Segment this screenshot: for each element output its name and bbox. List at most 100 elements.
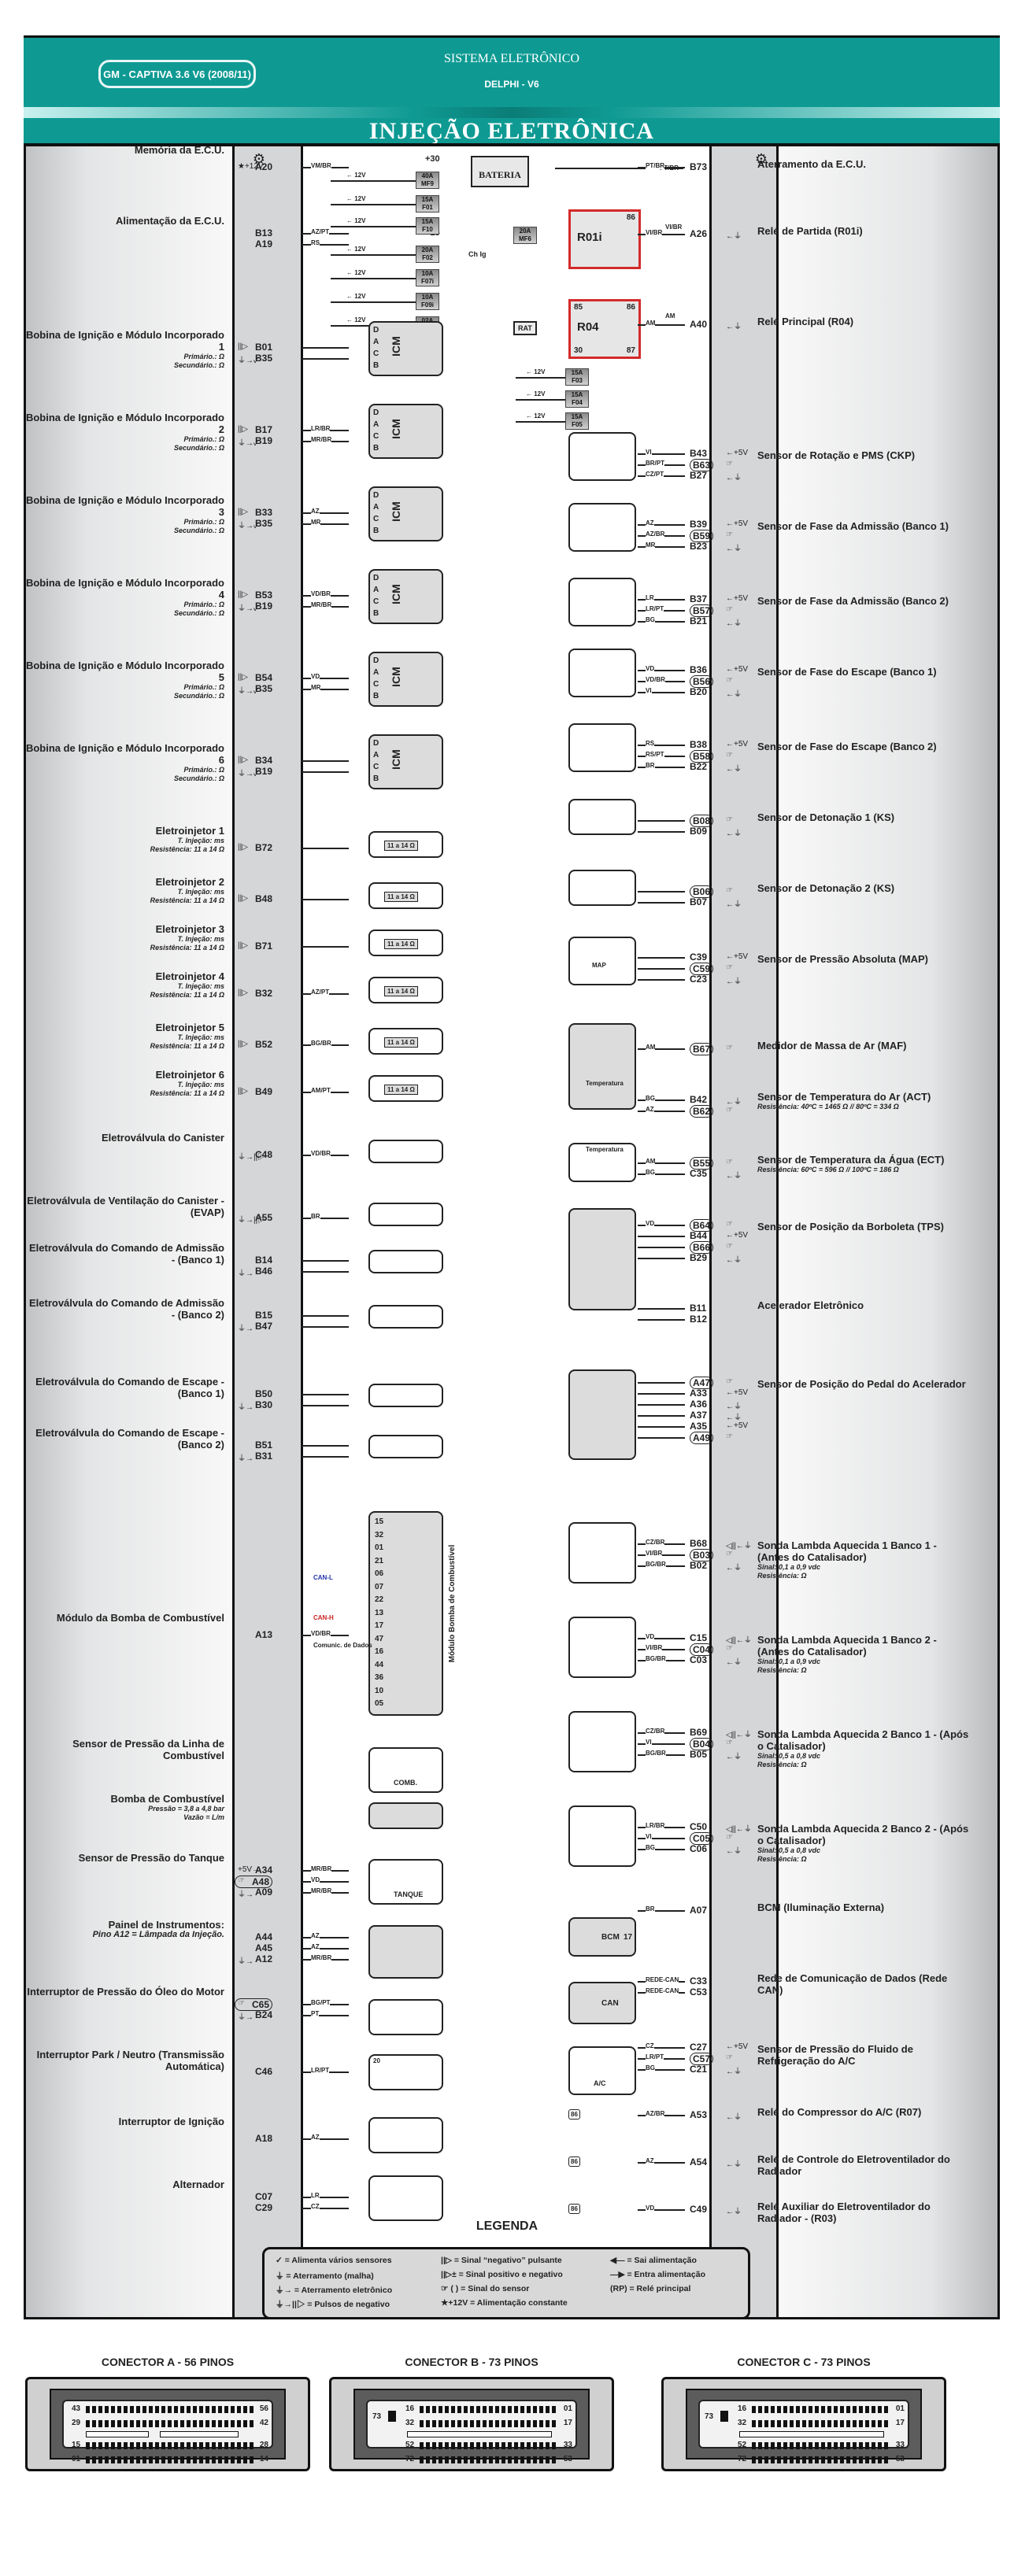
ecu-pin[interactable]: C33 [690, 1975, 708, 1987]
ecu-pin[interactable]: B15 [254, 1310, 272, 1321]
ecu-pin[interactable]: B23 [690, 541, 708, 552]
ecu-pin[interactable]: B05 [690, 1749, 708, 1760]
ecu-pin[interactable]: B64 [690, 1219, 714, 1232]
ecu-pin[interactable]: B22 [690, 761, 708, 772]
ecu-pin[interactable]: B21 [690, 615, 708, 626]
ecu-pin[interactable]: A34 [254, 1865, 272, 1876]
ecu-pin[interactable]: B17 [254, 424, 272, 435]
ecu-pin[interactable]: B02 [690, 1560, 708, 1571]
ecu-pin[interactable]: B14 [254, 1255, 272, 1266]
ecu-pin[interactable]: B44 [690, 1230, 708, 1241]
ecu-pin[interactable]: C21 [690, 2064, 708, 2075]
ecu-pin[interactable]: A40 [690, 319, 708, 330]
ecu-pin[interactable]: B19 [254, 601, 272, 612]
ecu-pin[interactable]: B53 [254, 589, 272, 601]
ecu-pin[interactable]: A13 [254, 1629, 272, 1640]
ecu-pin[interactable]: B62 [690, 1105, 714, 1118]
ecu-pin[interactable]: B35 [254, 518, 272, 529]
ecu-pin[interactable]: B48 [254, 893, 272, 904]
ecu-pin[interactable]: B24 [254, 2009, 272, 2020]
ecu-pin[interactable]: A33 [690, 1388, 708, 1399]
ecu-pin[interactable]: A18 [254, 2133, 272, 2144]
ecu-pin[interactable]: C07 [254, 2191, 272, 2202]
ecu-pin[interactable]: A35 [690, 1421, 708, 1432]
ecu-pin[interactable]: B34 [254, 755, 272, 766]
ecu-pin[interactable]: B69 [690, 1727, 708, 1738]
ecu-pin[interactable]: B42 [690, 1094, 708, 1105]
ecu-pin[interactable]: B07 [690, 896, 708, 907]
ecu-pin[interactable]: B29 [690, 1252, 708, 1263]
ecu-pin[interactable]: B66 [690, 1241, 714, 1254]
ecu-pin[interactable]: B68 [690, 1538, 708, 1549]
ecu-pin[interactable]: B51 [254, 1440, 272, 1451]
ecu-pin[interactable]: B52 [254, 1039, 272, 1050]
ecu-pin[interactable]: B13 [254, 227, 272, 238]
ecu-pin[interactable]: C46 [254, 2066, 272, 2077]
ecu-pin[interactable]: B46 [254, 1266, 272, 1277]
ecu-pin[interactable]: C39 [690, 952, 708, 963]
ecu-pin[interactable]: A07 [690, 1905, 708, 1916]
ecu-pin[interactable]: A26 [690, 228, 708, 239]
ecu-pin[interactable]: A53 [690, 2109, 708, 2120]
ecu-pin[interactable]: B09 [690, 826, 708, 837]
ecu-pin[interactable]: B30 [254, 1399, 272, 1410]
ecu-pin[interactable]: A48 [235, 1876, 272, 1888]
ecu-pin[interactable]: C57 [690, 2053, 714, 2065]
ecu-pin[interactable]: B59 [690, 530, 714, 542]
ecu-pin[interactable]: B36 [690, 664, 708, 675]
ecu-pin[interactable]: B54 [254, 672, 272, 683]
ecu-pin[interactable]: B27 [690, 470, 708, 481]
ecu-pin[interactable]: B11 [690, 1303, 707, 1314]
ecu-pin[interactable]: B72 [254, 842, 272, 853]
ecu-pin[interactable]: B04 [690, 1738, 714, 1750]
ecu-pin[interactable]: B71 [254, 941, 272, 952]
ecu-pin[interactable]: A54 [690, 2157, 708, 2168]
ecu-pin[interactable]: A19 [254, 238, 272, 249]
ecu-pin[interactable]: C15 [690, 1632, 708, 1643]
ecu-pin[interactable]: B67 [690, 1043, 714, 1055]
ecu-pin[interactable]: A55 [254, 1212, 272, 1223]
ecu-pin[interactable]: C27 [690, 2042, 708, 2053]
ecu-pin[interactable]: C59 [690, 963, 714, 975]
ecu-pin[interactable]: A47 [690, 1377, 714, 1389]
ecu-pin[interactable]: B38 [690, 739, 708, 750]
ecu-pin[interactable]: A44 [254, 1931, 272, 1942]
ecu-pin[interactable]: C35 [690, 1168, 708, 1179]
ecu-pin[interactable]: B58 [690, 750, 714, 763]
ecu-pin[interactable]: B31 [254, 1451, 272, 1462]
ecu-pin[interactable]: B03 [690, 1549, 714, 1561]
ecu-pin[interactable]: B35 [254, 353, 272, 364]
ecu-pin[interactable]: B06 [690, 885, 714, 898]
ecu-pin[interactable]: B49 [254, 1086, 272, 1097]
ecu-pin[interactable]: B37 [690, 593, 708, 604]
ecu-pin[interactable]: B63 [690, 459, 714, 471]
ecu-pin[interactable]: B43 [690, 448, 708, 459]
ecu-pin[interactable]: C03 [690, 1654, 708, 1665]
ecu-pin[interactable]: B20 [690, 686, 708, 697]
ecu-pin[interactable]: B01 [254, 342, 272, 353]
ecu-pin[interactable]: A49 [690, 1432, 714, 1444]
ecu-pin[interactable]: B56 [690, 675, 714, 688]
ecu-pin[interactable]: C48 [254, 1149, 272, 1160]
ecu-pin[interactable]: B32 [254, 988, 272, 999]
ecu-pin[interactable]: C49 [690, 2204, 708, 2215]
ecu-pin[interactable]: C65 [235, 1998, 272, 2011]
ecu-pin[interactable]: A20 [254, 161, 272, 172]
ecu-pin[interactable]: C05 [690, 1832, 714, 1845]
ecu-pin[interactable]: C29 [254, 2202, 272, 2213]
ecu-pin[interactable]: B55 [690, 1157, 714, 1170]
ecu-pin[interactable]: A36 [690, 1399, 708, 1410]
ecu-pin[interactable]: C06 [690, 1843, 708, 1854]
ecu-pin[interactable]: B50 [254, 1388, 272, 1399]
ecu-pin[interactable]: B73 [690, 161, 708, 172]
ecu-pin[interactable]: C53 [690, 1987, 708, 1998]
ecu-pin[interactable]: B19 [254, 435, 272, 446]
ecu-pin[interactable]: A45 [254, 1942, 272, 1953]
ecu-pin[interactable]: B12 [690, 1314, 708, 1325]
ecu-pin[interactable]: B19 [254, 766, 272, 777]
ecu-pin[interactable]: B33 [254, 507, 272, 518]
ecu-pin[interactable]: A09 [254, 1887, 272, 1898]
ecu-pin[interactable]: C23 [690, 974, 708, 985]
ecu-pin[interactable]: B08 [690, 815, 714, 827]
ecu-pin[interactable]: B35 [254, 683, 272, 694]
